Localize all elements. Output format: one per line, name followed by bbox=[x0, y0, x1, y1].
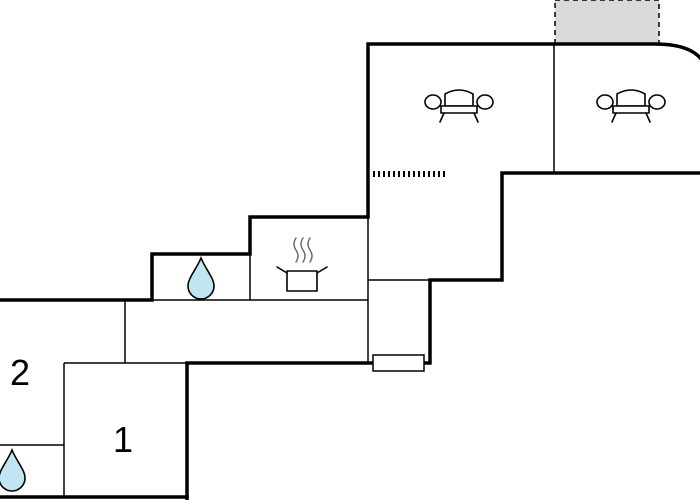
sofa-icon bbox=[424, 89, 494, 123]
outer-wall-right bbox=[185, 171, 700, 500]
balcony bbox=[554, 0, 660, 45]
sofa-icon bbox=[596, 89, 666, 123]
room-label-2: 2 bbox=[10, 352, 30, 393]
room-label-1: 1 bbox=[113, 419, 133, 460]
water-drop-icon bbox=[0, 447, 26, 492]
cooking-pot-icon bbox=[276, 237, 328, 292]
radiator-icon bbox=[372, 354, 425, 372]
outer-wall bbox=[0, 42, 700, 302]
water-drop-icon bbox=[187, 255, 215, 300]
